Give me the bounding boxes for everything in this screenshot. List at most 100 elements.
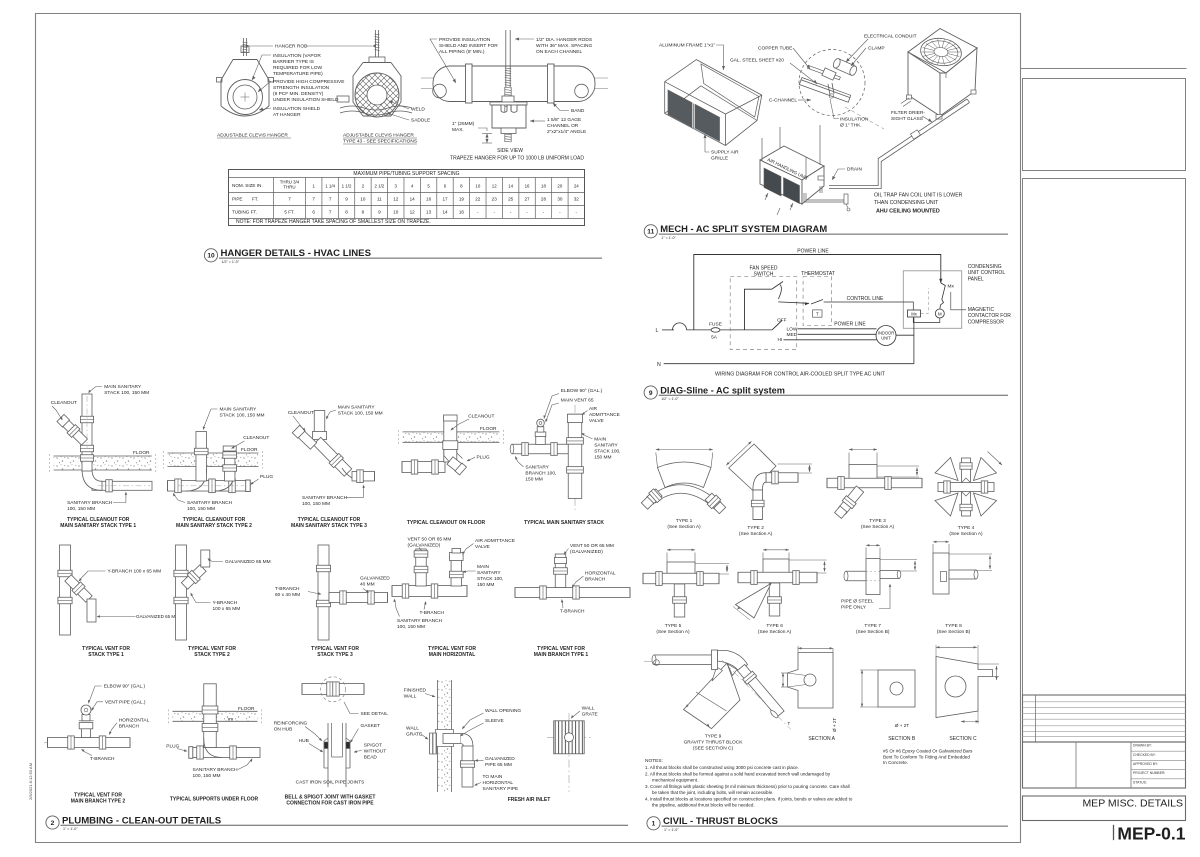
svg-text:7: 7 xyxy=(312,197,315,202)
svg-text:BRANCH: BRANCH xyxy=(585,577,606,583)
svg-text:-: - xyxy=(493,210,495,215)
svg-text:TYPICAL VENT FOR: TYPICAL VENT FOR xyxy=(311,646,359,652)
svg-text:14: 14 xyxy=(442,210,448,215)
svg-text:10: 10 xyxy=(393,210,399,215)
svg-text:SLEEVE: SLEEVE xyxy=(485,718,504,724)
svg-text:FILTER DRIER-: FILTER DRIER- xyxy=(891,110,925,116)
svg-text:28: 28 xyxy=(541,197,547,202)
svg-text:Mx: Mx xyxy=(948,284,955,290)
svg-text:2"x2"x1/4" ANGLE: 2"x2"x1/4" ANGLE xyxy=(547,129,586,135)
svg-text:CLEANOUT: CLEANOUT xyxy=(288,410,314,416)
svg-text:FUSE: FUSE xyxy=(709,322,722,328)
svg-text:ELECTRICAL CONDUIT: ELECTRICAL CONDUIT xyxy=(864,34,917,40)
svg-text:CLAMP: CLAMP xyxy=(868,46,885,52)
svg-text:PLUG: PLUG xyxy=(166,744,179,750)
svg-text:2: 2 xyxy=(51,820,55,827)
svg-text:11: 11 xyxy=(647,229,654,236)
svg-text:MED: MED xyxy=(787,332,798,338)
svg-text:STACK TYPE 3: STACK TYPE 3 xyxy=(317,652,353,658)
svg-text:GRATE: GRATE xyxy=(406,732,422,738)
svg-text:TUBING FT.: TUBING FT. xyxy=(232,210,257,215)
svg-text:PROVIDE INSULATION: PROVIDE INSULATION xyxy=(439,37,491,43)
svg-text:TO MAIN: TO MAIN xyxy=(483,774,503,780)
svg-text:STACK TYPE 2: STACK TYPE 2 xyxy=(194,652,230,658)
svg-text:SUPPLY AIR: SUPPLY AIR xyxy=(711,150,739,156)
svg-text:PIPE ONLY: PIPE ONLY xyxy=(841,605,867,611)
svg-text:4. Install thrust blocks at l: 4. Install thrust blocks at locations sp… xyxy=(645,797,853,802)
svg-text:THRU: THRU xyxy=(283,185,295,190)
svg-text:-: - xyxy=(477,210,479,215)
svg-text:100 x 65 MM: 100 x 65 MM xyxy=(213,606,241,612)
svg-text:25: 25 xyxy=(508,197,514,202)
svg-text:Ø 1" THK.: Ø 1" THK. xyxy=(840,123,862,129)
svg-text:WITHOUT: WITHOUT xyxy=(364,749,386,755)
svg-text:12: 12 xyxy=(410,210,416,215)
svg-text:T: T xyxy=(816,311,819,316)
svg-text:ELBOW 90° (GAL.): ELBOW 90° (GAL.) xyxy=(104,684,146,690)
svg-text:DRAWN BY:: DRAWN BY: xyxy=(1133,744,1152,748)
svg-text:SHIELD AND INSERT FOR: SHIELD AND INSERT FOR xyxy=(439,43,498,49)
svg-text:ALL PIPING (8' MIN.): ALL PIPING (8' MIN.) xyxy=(439,49,485,55)
svg-text:OIL TRAP FAN COIL UNIT IS LOWE: OIL TRAP FAN COIL UNIT IS LOWER xyxy=(874,193,963,199)
svg-text:MEP MISC. DETAILS: MEP MISC. DETAILS xyxy=(1082,798,1183,810)
svg-text:TYPE 8: TYPE 8 xyxy=(945,623,962,629)
svg-text:L: L xyxy=(656,328,659,334)
svg-text:(9 PCF MIN. DENSITY): (9 PCF MIN. DENSITY) xyxy=(273,91,324,97)
svg-text:100, 150 MM: 100, 150 MM xyxy=(187,506,215,512)
svg-text:2 1/2: 2 1/2 xyxy=(374,184,384,189)
svg-text:60 x 40 MM: 60 x 40 MM xyxy=(275,592,300,598)
svg-text:PIPE 65 MM: PIPE 65 MM xyxy=(485,762,512,768)
svg-text:Bent To Conform To Fitting And: Bent To Conform To Fitting And Embedded xyxy=(883,754,970,759)
svg-text:PLUG: PLUG xyxy=(477,454,490,460)
svg-text:(See Section A): (See Section A) xyxy=(949,531,983,537)
svg-text:1: 1 xyxy=(312,184,315,189)
svg-text:TYPICAL CLEANOUT ON FLOOR: TYPICAL CLEANOUT ON FLOOR xyxy=(407,520,486,526)
svg-text:THAN CONDENSING UNIT: THAN CONDENSING UNIT xyxy=(874,200,939,206)
svg-text:STRENGTH INSULATION: STRENGTH INSULATION xyxy=(273,85,330,91)
svg-text:#5 Or #6 Epoxy Coated Or Galva: #5 Or #6 Epoxy Coated Or Galvanized Bars xyxy=(883,749,973,754)
svg-text:AHU CEILING MOUNTED: AHU CEILING MOUNTED xyxy=(876,209,940,215)
svg-text:NOTES:: NOTES: xyxy=(645,758,663,764)
svg-text:CAST IRON SOIL PIPE JOINTS: CAST IRON SOIL PIPE JOINTS xyxy=(296,779,365,785)
svg-text:12: 12 xyxy=(492,184,497,189)
svg-text:100, 150 MM: 100, 150 MM xyxy=(67,506,95,512)
svg-text:UNIT CONTROL: UNIT CONTROL xyxy=(968,270,1006,276)
svg-text:CLEANOUT: CLEANOUT xyxy=(468,413,494,419)
svg-text:VALVE: VALVE xyxy=(475,544,490,550)
svg-text:TYPICAL VENT FOR: TYPICAL VENT FOR xyxy=(537,646,585,652)
svg-text:(SEE SECTION C): (SEE SECTION C) xyxy=(693,746,734,752)
svg-text:REQUIRED FOR LOW: REQUIRED FOR LOW xyxy=(273,65,323,71)
svg-text:2: 2 xyxy=(362,184,365,189)
svg-text:TYPICAL VENT FOR: TYPICAL VENT FOR xyxy=(428,646,476,652)
svg-text:MAIN SANITARY: MAIN SANITARY xyxy=(338,405,376,411)
svg-text:12: 12 xyxy=(393,197,399,202)
svg-text:TYPICAL MAIN SANITARY STACK: TYPICAL MAIN SANITARY STACK xyxy=(524,520,604,526)
svg-text:SPIGOT: SPIGOT xyxy=(364,743,382,749)
svg-text:INSULATION (VAPOR: INSULATION (VAPOR xyxy=(273,53,321,59)
svg-text:2. All thrust blocks shall be: 2. All thrust blocks shall be formed aga… xyxy=(645,772,831,777)
svg-text:WIRING DIAGRAM FOR CONTROL AIR: WIRING DIAGRAM FOR CONTROL AIR-COOLED SP… xyxy=(715,372,886,378)
svg-text:CLEANOUT: CLEANOUT xyxy=(243,435,269,441)
svg-text:-: - xyxy=(510,210,512,215)
svg-text:1" (25MM): 1" (25MM) xyxy=(452,121,475,127)
svg-text:(See Section B): (See Section B) xyxy=(856,629,890,635)
svg-text:PIPE: PIPE xyxy=(232,197,242,202)
svg-text:THRU 3/4: THRU 3/4 xyxy=(280,180,300,185)
svg-text:(See Section A): (See Section A) xyxy=(667,524,701,530)
svg-text:MAX.: MAX. xyxy=(452,127,464,133)
svg-text:6: 6 xyxy=(444,184,447,189)
svg-text:PLUG: PLUG xyxy=(260,474,273,480)
svg-text:1/2" = 1'-0": 1/2" = 1'-0" xyxy=(661,397,679,401)
svg-text:13: 13 xyxy=(426,210,432,215)
svg-text:APPROVED BY:: APPROVED BY: xyxy=(1133,762,1158,766)
svg-text:GALVANIZED: GALVANIZED xyxy=(485,756,515,762)
svg-text:9: 9 xyxy=(378,210,381,215)
svg-text:BRANCH 100,: BRANCH 100, xyxy=(525,470,556,476)
svg-text:HI: HI xyxy=(778,337,783,343)
svg-text:MECH - AC SPLIT SYSTEM DIAGRAM: MECH - AC SPLIT SYSTEM DIAGRAM xyxy=(660,223,827,234)
svg-text:(See Section A): (See Section A) xyxy=(739,531,773,537)
svg-text:STACK 100,: STACK 100, xyxy=(477,576,503,582)
svg-text:150 MM: 150 MM xyxy=(477,582,494,588)
svg-text:MAIN SANITARY STACK TYPE 1: MAIN SANITARY STACK TYPE 1 xyxy=(60,523,136,529)
svg-text:ADMITTANCE: ADMITTANCE xyxy=(589,412,620,418)
